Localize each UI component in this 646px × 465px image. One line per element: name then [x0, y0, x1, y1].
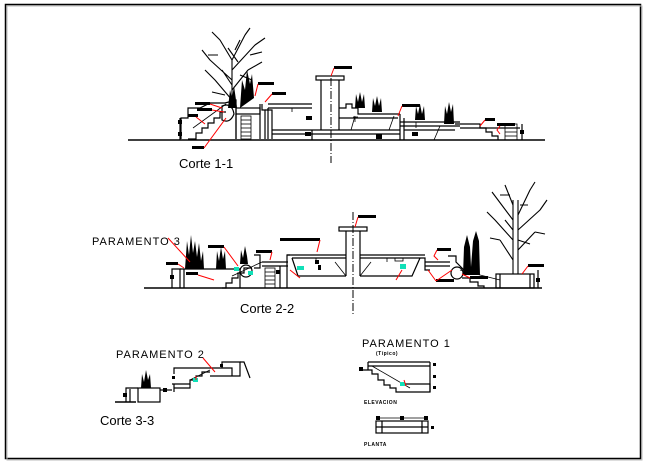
- annotation-tags: [188, 66, 515, 149]
- left-planter: [170, 235, 241, 288]
- highlight-marker: [400, 382, 405, 386]
- detail-paramento-1: PARAMENTO 1 (Típico) ELEVACION: [359, 338, 451, 448]
- sheet-border: [4, 3, 642, 460]
- view-label-elevacion: ELEVACION: [364, 400, 397, 406]
- right-basin: [339, 92, 460, 141]
- section-corte-2-2: PARAMENTO 3 Corte 2-2: [92, 181, 548, 316]
- detail-label-paramento-3: PARAMENTO 3: [92, 236, 181, 248]
- section-label-corte-2-2: Corte 2-2: [240, 301, 294, 316]
- planter-box: [137, 387, 161, 403]
- highlight-marker: [297, 266, 304, 270]
- plan-view: [375, 416, 434, 434]
- section-corte-3-3: PARAMENTO 2 Corte 3-3: [100, 349, 251, 428]
- view-label-planta: PLANTA: [364, 442, 387, 448]
- left-stair: [222, 246, 288, 289]
- plant-icon: [141, 370, 151, 388]
- highlight-marker: [248, 271, 253, 275]
- right-stair: [455, 123, 524, 141]
- detail-label-paramento-1: PARAMENTO 1: [362, 338, 451, 350]
- tree-icon: [201, 27, 266, 108]
- central-basin: [286, 226, 425, 288]
- left-stair: [178, 99, 237, 140]
- detail-label-paramento-2: PARAMENTO 2: [116, 349, 205, 361]
- central-structure: [235, 75, 400, 140]
- sheet-border-shadow: [6, 5, 643, 461]
- section-label-corte-3-3: Corte 3-3: [100, 413, 154, 428]
- detail-subtitle-tipico: (Típico): [376, 351, 398, 357]
- tree-icon: [486, 181, 548, 274]
- elevation-view: [359, 361, 436, 393]
- right-structures: [420, 231, 540, 289]
- section-label-corte-1-1: Corte 1-1: [179, 156, 233, 171]
- highlight-marker: [400, 264, 406, 269]
- highlight-marker: [234, 267, 239, 271]
- annotation-tags: [166, 215, 544, 282]
- section-corte-1-1: Corte 1-1: [128, 27, 545, 171]
